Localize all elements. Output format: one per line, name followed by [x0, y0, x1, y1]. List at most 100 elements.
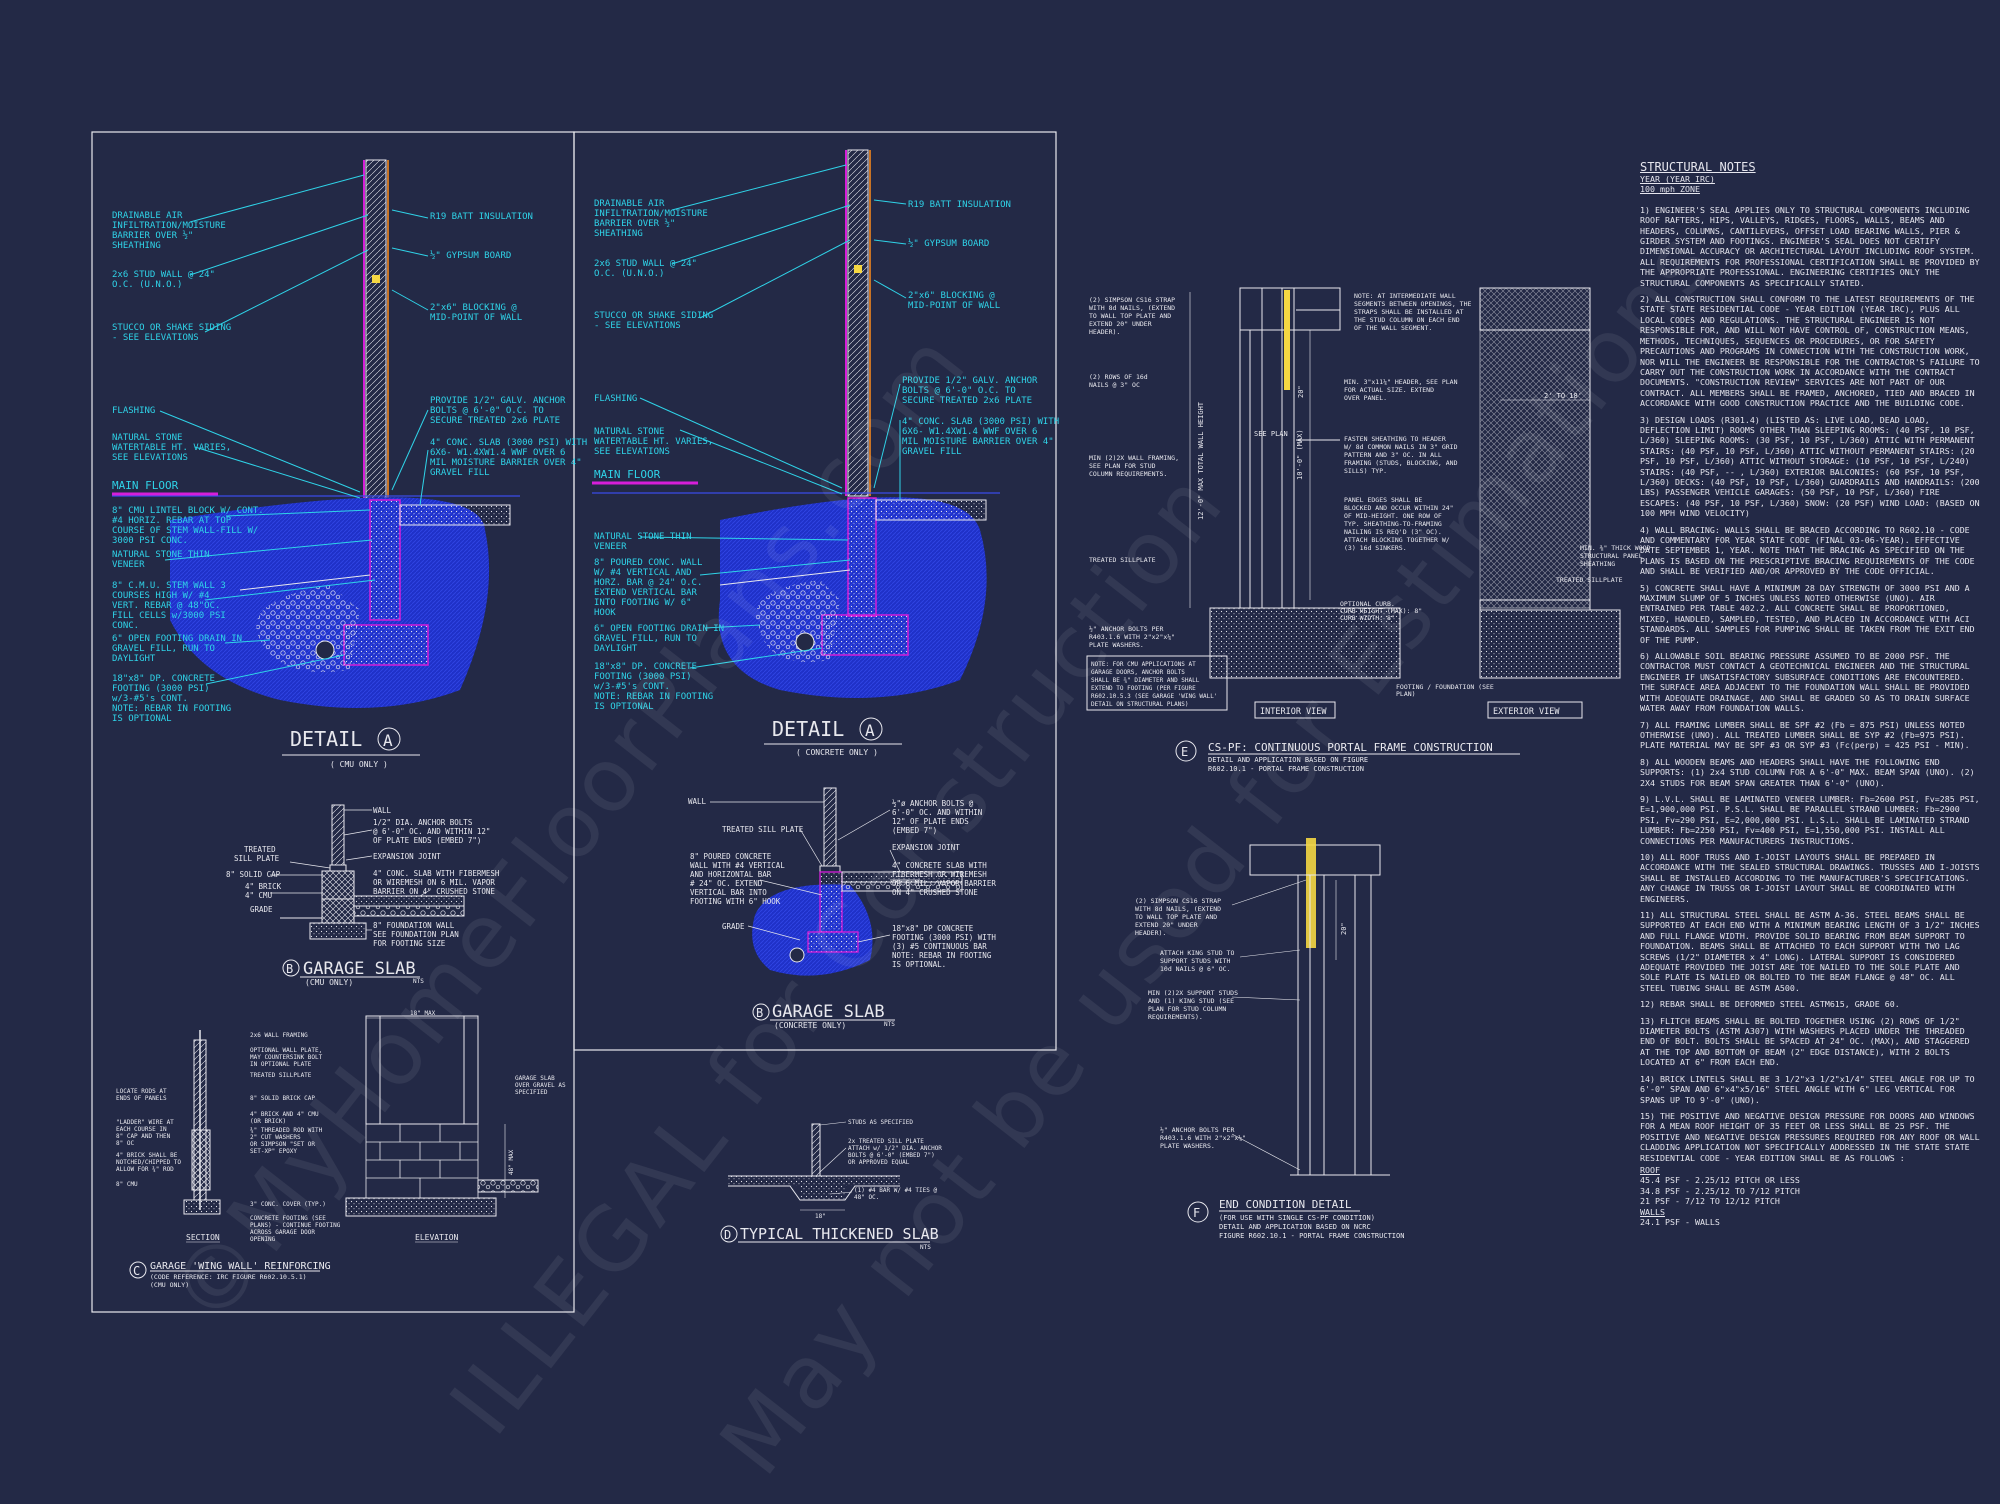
svg-text:10'-0" (MAX): 10'-0" (MAX): [1296, 429, 1304, 480]
svg-text:NTS: NTS: [884, 1021, 895, 1028]
svg-text:TREATED SILLPLATE: TREATED SILLPLATE: [250, 1072, 312, 1079]
svg-text:TREATED SILLPLATE: TREATED SILLPLATE: [1089, 556, 1156, 564]
svg-text:SEE PLAN: SEE PLAN: [1254, 430, 1288, 438]
note-4: 4) WALL BRACING: WALLS SHALL BE BRACED A…: [1640, 524, 1975, 577]
svg-text:OPTIONAL WALL PLATE,MAY COUNTE: OPTIONAL WALL PLATE,MAY COUNTERSINK BOLT…: [250, 1047, 323, 1068]
walls-pressure: 24.1 PSF - WALLS: [1640, 1216, 1720, 1227]
svg-text:1/2" DIA. ANCHOR BOLTS@ 6'-0": 1/2" DIA. ANCHOR BOLTS@ 6'-0" OC. AND WI…: [373, 818, 490, 845]
svg-text:F: F: [1193, 1206, 1200, 1220]
svg-text:½" GYPSUM BOARD: ½" GYPSUM BOARD: [908, 238, 989, 249]
wing-wall-detail: 18" MAX 48" MAX 2x6 WALL FRAMING OPTIONA…: [116, 1010, 566, 1289]
svg-text:TREATED SILL PLATE: TREATED SILL PLATE: [722, 825, 804, 834]
note-7: 7) ALL FRAMING LUMBER SHALL BE SPF #2 (F…: [1640, 719, 1970, 751]
svg-text:B: B: [756, 1006, 763, 1020]
walls-label: WALLS: [1640, 1206, 1665, 1217]
svg-text:18": 18": [815, 1213, 826, 1220]
svg-text:B: B: [286, 962, 293, 976]
detail-a-concrete-title: DETAIL: [772, 717, 844, 741]
svg-text:3" CONC. COVER (TYP.): 3" CONC. COVER (TYP.): [250, 1201, 326, 1208]
svg-text:NTS: NTS: [920, 1244, 931, 1251]
portal-frame-title: CS-PF: CONTINUOUS PORTAL FRAME CONSTRUCT…: [1208, 741, 1493, 754]
svg-text:(CODE REFERENCE: IRC FIGURE R6: (CODE REFERENCE: IRC FIGURE R602.10.5.1): [150, 1273, 307, 1281]
svg-text:DETAIL AND APPLICATION BASED O: DETAIL AND APPLICATION BASED ON FIGURE: [1208, 756, 1368, 764]
svg-text:( CMU ONLY ): ( CMU ONLY ): [330, 760, 388, 769]
svg-text:OPTIONAL CURB.CURB HEIGHT (MAX: OPTIONAL CURB.CURB HEIGHT (MAX): 8"CURB …: [1340, 600, 1422, 622]
svg-text:R602.10.1 - PORTAL FRAME CONST: R602.10.1 - PORTAL FRAME CONSTRUCTION: [1208, 765, 1364, 773]
svg-text:½"ø ANCHOR BOLTS @6'-0" OC. AN: ½"ø ANCHOR BOLTS @6'-0" OC. AND WITHIN12…: [892, 799, 982, 835]
svg-text:½" GYPSUM BOARD: ½" GYPSUM BOARD: [430, 250, 511, 261]
note-11: 11) ALL STRUCTURAL STEEL SHALL BE ASTM A…: [1640, 910, 1980, 993]
exterior-view-label: EXTERIOR VIEW: [1493, 707, 1560, 717]
label-drainable-1: DRAINABLE AIR: [112, 211, 183, 221]
garage-slab-cmu-title: GARAGE SLAB: [303, 959, 416, 979]
svg-text:GRADE: GRADE: [722, 922, 745, 931]
main-floor-label: MAIN FLOOR: [112, 479, 179, 492]
svg-text:MIN (2)2X WALL FRAMING,SEE PLA: MIN (2)2X WALL FRAMING,SEE PLAN FOR STUD…: [1089, 454, 1179, 478]
svg-text:FLASHING: FLASHING: [594, 394, 637, 404]
svg-text:12'-0" MAX TOTAL WALL HEIGHT: 12'-0" MAX TOTAL WALL HEIGHT: [1197, 401, 1205, 520]
frame-middle: [573, 131, 1057, 1051]
svg-text:FLASHING: FLASHING: [112, 406, 155, 416]
svg-text:4" CMU: 4" CMU: [245, 891, 272, 900]
end-condition-title: END CONDITION DETAIL: [1219, 1198, 1352, 1211]
svg-text:8" CMU LINTEL BLOCK W/ CONT.#4: 8" CMU LINTEL BLOCK W/ CONT.#4 HORIZ. RE…: [112, 506, 264, 546]
svg-text:(CMU ONLY): (CMU ONLY): [150, 1281, 189, 1289]
note-14: 14) BRICK LINTELS SHALL BE 3 1/2"x3 1/2"…: [1640, 1073, 1975, 1105]
svg-text:20": 20": [1340, 922, 1348, 935]
svg-text:EXPANSION JOINT: EXPANSION JOINT: [892, 843, 960, 852]
svg-text:DETAIL AND APPLICATION BASED O: DETAIL AND APPLICATION BASED ON NCRC: [1219, 1223, 1371, 1231]
svg-text:20": 20": [1297, 385, 1305, 398]
note-5: 5) CONCRETE SHALL HAVE A MINIMUM 28 DAY …: [1640, 582, 1975, 645]
roof-pressure-3: 21 PSF - 7/12 TO 12/12 PITCH: [1640, 1196, 1780, 1207]
svg-text:2x6 STUD WALL @ 24"O.C. (U.N.O: 2x6 STUD WALL @ 24"O.C. (U.N.O.): [594, 259, 697, 279]
wind-zone: 100 mph ZONE: [1640, 184, 1700, 195]
svg-text:A: A: [865, 721, 875, 740]
note-1: 1) ENGINEER'S SEAL APPLIES ONLY TO STRUC…: [1640, 204, 1980, 288]
svg-text:GRADE: GRADE: [250, 905, 273, 914]
svg-text:D: D: [724, 1228, 731, 1242]
structural-notes: STRUCTURAL NOTES YEAR (YEAR IRC) 100 mph…: [1640, 160, 1980, 1227]
svg-text:(CMU ONLY): (CMU ONLY): [305, 978, 353, 987]
svg-text:NTS: NTS: [413, 978, 424, 985]
svg-text:EXPANSION JOINT: EXPANSION JOINT: [373, 852, 441, 861]
svg-text:4" BRICK AND 4" CMU(OR BRICK): 4" BRICK AND 4" CMU(OR BRICK): [250, 1111, 319, 1125]
note-9: 9) L.V.L. SHALL BE LAMINATED VENEER LUMB…: [1640, 793, 1980, 846]
svg-text:C: C: [133, 1264, 140, 1278]
note-6: 6) ALLOWABLE SOIL BEARING PRESSURE ASSUM…: [1640, 651, 1970, 714]
roof-label: ROOF: [1640, 1164, 1660, 1175]
note-13: 13) FLITCH BEAMS SHALL BE BOLTED TOGETHE…: [1640, 1015, 1970, 1068]
svg-text:( CONCRETE ONLY ): ( CONCRETE ONLY ): [796, 748, 878, 757]
svg-text:A: A: [383, 731, 393, 750]
svg-text:8" SOLID BRICK CAP: 8" SOLID BRICK CAP: [250, 1095, 315, 1102]
garage-slab-concrete: WALL TREATED SILL PLATE 8" POURED CONCRE…: [688, 787, 996, 1030]
svg-text:STUCCO OR SHAKE SIDING- SEE EL: STUCCO OR SHAKE SIDING- SEE ELEVATIONS: [112, 323, 231, 343]
interior-view-label: INTERIOR VIEW: [1260, 707, 1327, 717]
svg-text:MAIN FLOOR: MAIN FLOOR: [594, 468, 661, 481]
garage-slab-concrete-title: GARAGE SLAB: [772, 1002, 885, 1022]
garage-slab-cmu: WALL 1/2" DIA. ANCHOR BOLTS@ 6'-0" OC. A…: [226, 804, 500, 987]
